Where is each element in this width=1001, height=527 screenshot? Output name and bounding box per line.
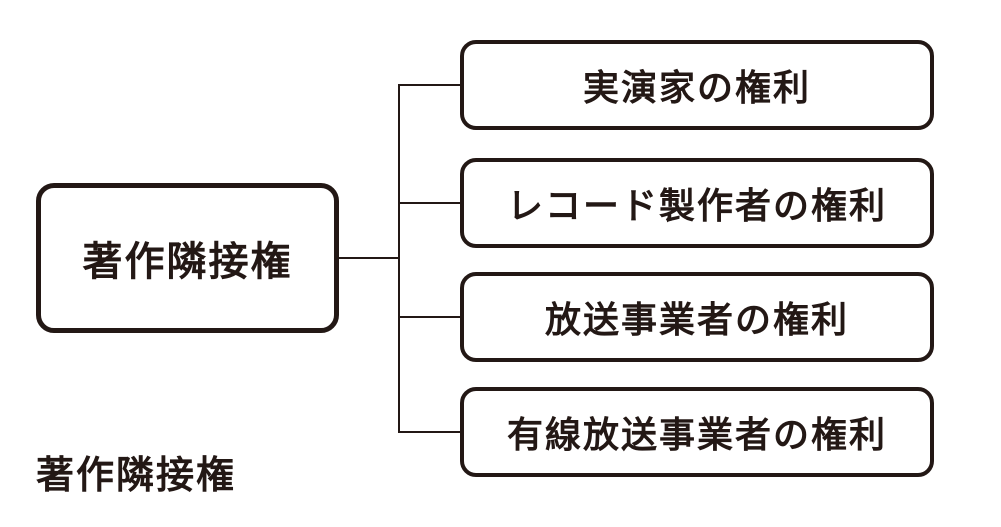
connector-branch-cable-broadcasters xyxy=(398,431,460,433)
child-node-label: 実演家の権利 xyxy=(582,68,811,109)
connector-branch-broadcasters xyxy=(398,316,460,318)
child-node-performers-rights: 実演家の権利 xyxy=(460,40,934,130)
connector-branch-record-producers xyxy=(398,202,460,204)
connector-root-horizontal xyxy=(339,257,400,259)
child-node-label: 放送事業者の権利 xyxy=(544,300,849,341)
root-node-label: 著作隣接権 xyxy=(82,239,293,285)
child-node-cable-broadcasters-rights: 有線放送事業者の権利 xyxy=(460,387,934,477)
child-node-broadcasters-rights: 放送事業者の権利 xyxy=(460,272,934,362)
child-node-label: 有線放送事業者の権利 xyxy=(506,415,887,456)
connector-trunk-vertical xyxy=(398,84,400,433)
connector-branch-performers xyxy=(398,84,460,86)
child-node-label: レコード製作者の権利 xyxy=(506,186,887,227)
diagram-caption: 著作隣接権 xyxy=(36,453,237,497)
root-node-neighboring-rights: 著作隣接権 xyxy=(36,183,339,333)
child-node-record-producers-rights: レコード製作者の権利 xyxy=(460,158,934,248)
